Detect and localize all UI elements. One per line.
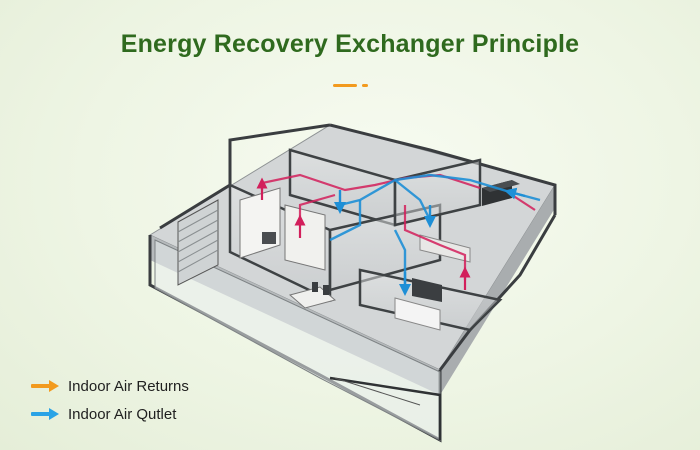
legend: Indoor Air Returns Indoor Air Qutlet xyxy=(30,375,189,431)
legend-item-returns: Indoor Air Returns xyxy=(30,375,189,397)
orange-arrow-icon xyxy=(30,380,60,392)
blue-arrow-icon xyxy=(30,408,60,420)
legend-label: Indoor Air Qutlet xyxy=(68,406,176,423)
legend-item-outlet: Indoor Air Qutlet xyxy=(30,403,189,425)
legend-label: Indoor Air Returns xyxy=(68,378,189,395)
